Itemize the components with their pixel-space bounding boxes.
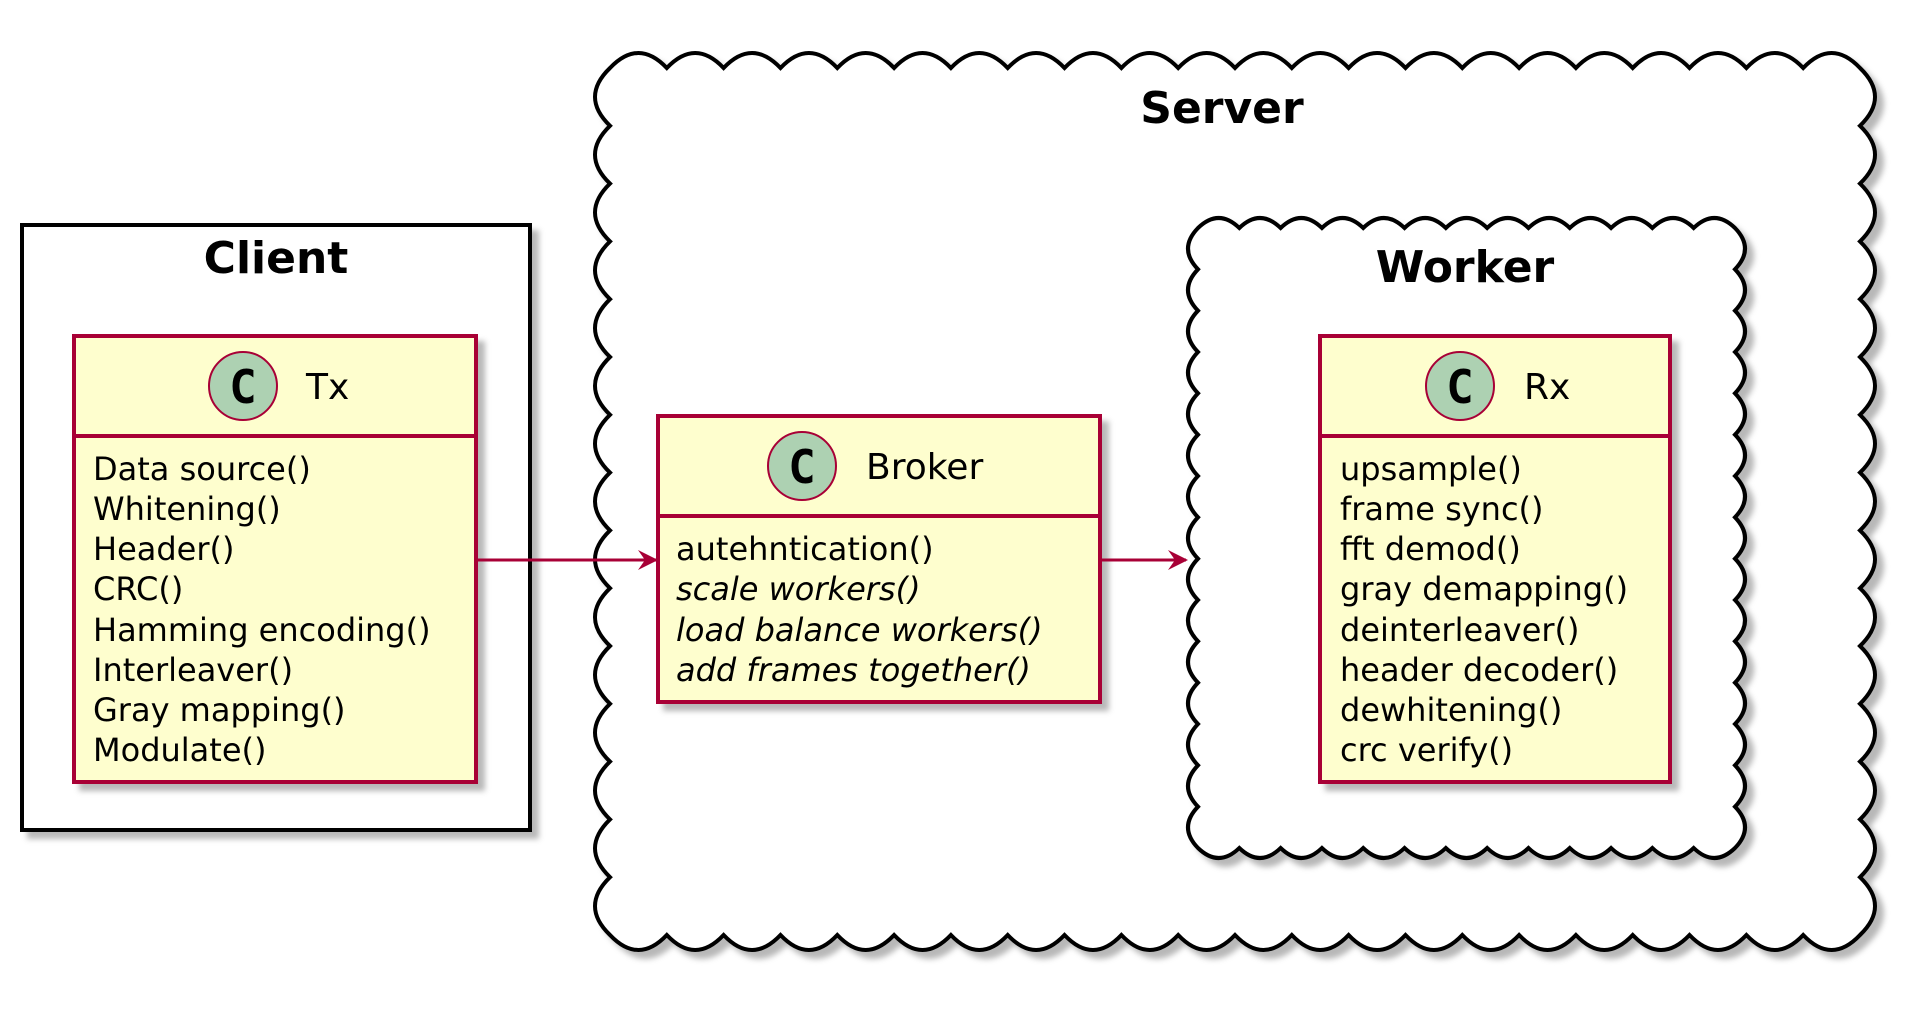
method-item: crc verify() xyxy=(1340,731,1513,769)
method-item-abstract: add frames together() xyxy=(676,651,1031,689)
class-stereotype-icon: C xyxy=(767,431,837,501)
method-item: Modulate() xyxy=(93,731,266,769)
server-cloud-title: Server xyxy=(1140,83,1304,134)
method-item: Header() xyxy=(93,530,234,568)
svg-text:C: C xyxy=(1446,360,1474,414)
method-item: autehntication() xyxy=(676,530,934,568)
class-name-rx: Rx xyxy=(1524,367,1570,408)
worker-cloud-title: Worker xyxy=(1376,242,1555,293)
method-item: Interleaver() xyxy=(93,651,293,689)
method-item: frame sync() xyxy=(1340,490,1544,528)
class-broker[interactable]: C Broker autehntication() scale workers(… xyxy=(656,414,1102,704)
method-item-abstract: scale workers() xyxy=(676,570,921,608)
method-item: dewhitening() xyxy=(1340,691,1562,729)
method-item: header decoder() xyxy=(1340,651,1618,689)
class-name-broker: Broker xyxy=(866,447,983,488)
method-item-abstract: load balance workers() xyxy=(676,611,1043,649)
method-item: Whitening() xyxy=(93,490,281,528)
class-stereotype-icon: C xyxy=(208,351,278,421)
method-item: Gray mapping() xyxy=(93,691,346,729)
class-tx[interactable]: C Tx Data source() Whitening() Header() … xyxy=(72,334,478,784)
method-item: CRC() xyxy=(93,570,183,608)
method-item: deinterleaver() xyxy=(1340,611,1580,649)
method-item: gray demapping() xyxy=(1340,570,1628,608)
method-item: Hamming encoding() xyxy=(93,611,431,649)
svg-text:C: C xyxy=(229,360,257,414)
svg-text:C: C xyxy=(788,440,816,494)
method-item: fft demod() xyxy=(1340,530,1521,568)
client-package-title: Client xyxy=(204,233,349,284)
method-item: Data source() xyxy=(93,450,311,488)
class-name-tx: Tx xyxy=(305,367,349,408)
method-item: upsample() xyxy=(1340,450,1522,488)
class-rx[interactable]: C Rx upsample() frame sync() fft demod()… xyxy=(1318,334,1672,784)
class-stereotype-icon: C xyxy=(1425,351,1495,421)
